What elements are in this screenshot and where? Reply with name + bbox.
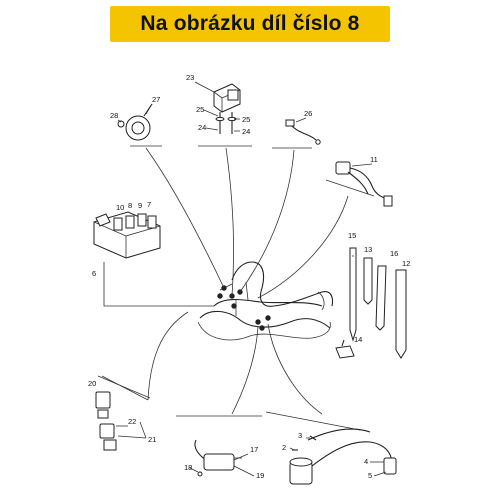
label-26: 26 [304, 109, 312, 118]
label-5: 5 [368, 471, 372, 480]
label-15: 15 [348, 231, 356, 240]
label-23: 23 [186, 73, 194, 82]
label-27: 27 [152, 95, 160, 104]
leader-lines [97, 145, 375, 431]
fuse-box [93, 211, 161, 259]
scooter-frame [197, 261, 334, 341]
label-6: 6 [92, 269, 96, 278]
label-25a: 25 [196, 105, 204, 114]
label-24b: 24 [242, 127, 250, 136]
label-2: 2 [282, 443, 286, 452]
label-13: 13 [364, 245, 372, 254]
label-ticks [117, 81, 387, 477]
label-12: 12 [402, 259, 410, 268]
label-7: 7 [147, 200, 151, 209]
sensor-lead [285, 119, 321, 145]
solenoid-assembly [194, 439, 242, 477]
label-9: 9 [138, 201, 142, 210]
label-18: 18 [184, 463, 192, 472]
cable-ties [349, 247, 407, 359]
label-22: 22 [128, 417, 136, 426]
label-19: 19 [256, 471, 264, 480]
horn-assembly [117, 103, 153, 141]
label-24a: 24 [198, 123, 206, 132]
ignition-coil [289, 428, 397, 485]
label-11: 11 [370, 155, 378, 164]
label-16: 16 [390, 249, 398, 258]
label-3: 3 [298, 431, 302, 440]
label-21: 21 [148, 435, 156, 444]
connector-harness [335, 161, 393, 207]
relay-group [95, 391, 128, 451]
label-17: 17 [250, 445, 258, 454]
label-20: 20 [88, 379, 96, 388]
banner-title: Na obrázku díl číslo 8 [140, 12, 360, 35]
label-14: 14 [354, 335, 362, 344]
label-25b: 25 [242, 115, 250, 124]
label-4: 4 [364, 457, 368, 466]
clip-14 [335, 339, 355, 359]
label-28: 28 [110, 111, 118, 120]
title-banner: Na obrázku díl číslo 8 [110, 6, 390, 42]
part-labels: 23 25 25 24 24 27 28 26 11 10 8 9 7 6 15… [88, 73, 410, 480]
label-8: 8 [128, 201, 132, 210]
relay-assembly [213, 83, 241, 134]
label-10: 10 [116, 203, 124, 212]
